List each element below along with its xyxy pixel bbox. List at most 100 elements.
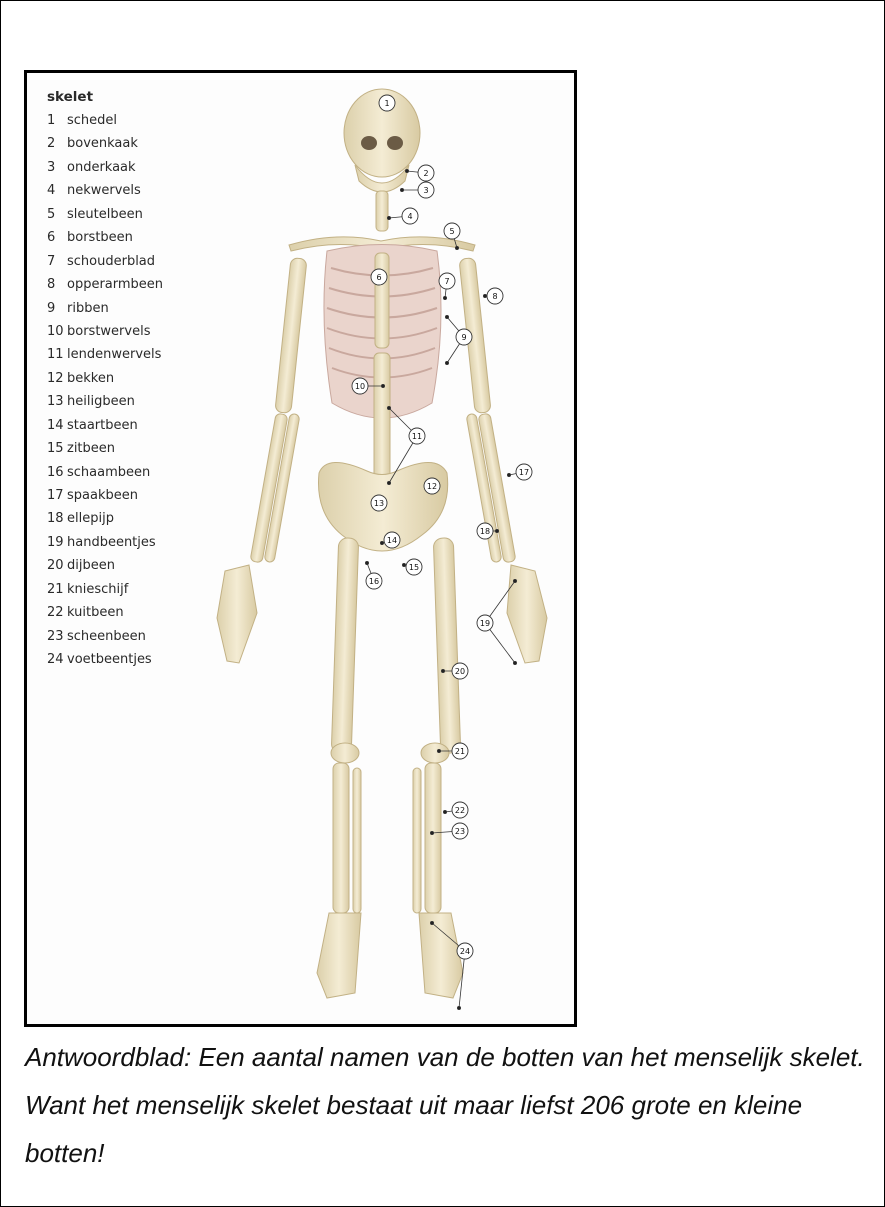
callout-leader-dot	[441, 669, 444, 672]
legend-item-label: staartbeen	[67, 418, 138, 433]
bone-legend: skelet 1schedel2bovenkaak3onderkaak4nekw…	[47, 89, 163, 672]
callout-number: 5	[449, 227, 454, 236]
legend-item-number: 3	[47, 156, 67, 179]
callout-number: 19	[480, 619, 490, 628]
left-foot-shape	[317, 913, 361, 998]
callout-number: 11	[412, 432, 422, 441]
legend-item-number: 11	[47, 343, 67, 366]
callout-marker: 3	[418, 182, 434, 198]
legend-item-number: 13	[47, 390, 67, 413]
callout-number: 9	[461, 333, 466, 342]
callout-number: 13	[374, 499, 384, 508]
legend-title: skelet	[47, 89, 163, 105]
legend-item-label: heiligbeen	[67, 394, 135, 409]
legend-item: 9ribben	[47, 297, 163, 320]
callout-number: 16	[369, 577, 379, 586]
legend-item-number: 4	[47, 179, 67, 202]
callout-leader-dot	[495, 529, 498, 532]
legend-item-number: 2	[47, 132, 67, 155]
legend-item: 15zitbeen	[47, 437, 163, 460]
legend-item-number: 22	[47, 601, 67, 624]
callout-number: 4	[407, 212, 412, 221]
left-tibia-shape	[333, 763, 349, 913]
legend-item-label: schaambeen	[67, 465, 150, 480]
callout-leader-dot	[445, 315, 448, 318]
callout-marker: 5	[444, 223, 460, 239]
callout-marker: 13	[371, 495, 387, 511]
legend-item-number: 16	[47, 461, 67, 484]
legend-item: 7schouderblad	[47, 250, 163, 273]
legend-item: 3onderkaak	[47, 156, 163, 179]
callout-marker: 24	[457, 943, 473, 959]
legend-item-number: 1	[47, 109, 67, 132]
callout-number: 12	[427, 482, 437, 491]
legend-item-number: 19	[47, 531, 67, 554]
callout-leader-dot	[387, 481, 390, 484]
legend-item-label: knieschijf	[67, 582, 128, 597]
callout-leader-dot	[443, 296, 446, 299]
legend-item: 10borstwervels	[47, 320, 163, 343]
callout-leader-dot	[455, 246, 458, 249]
callout-number: 18	[480, 527, 490, 536]
legend-item-number: 15	[47, 437, 67, 460]
callout-marker: 9	[456, 329, 472, 345]
callout-number: 14	[387, 536, 397, 545]
legend-item-label: spaakbeen	[67, 488, 138, 503]
legend-item-number: 24	[47, 648, 67, 671]
callout-number: 21	[455, 747, 465, 756]
legend-item-label: borstwervels	[67, 324, 150, 339]
legend-item: 5sleutelbeen	[47, 203, 163, 226]
legend-item-number: 12	[47, 367, 67, 390]
legend-item: 16schaambeen	[47, 461, 163, 484]
legend-item: 24voetbeentjes	[47, 648, 163, 671]
legend-item: 21knieschijf	[47, 578, 163, 601]
callout-leader-dot	[387, 216, 390, 219]
callout-marker: 18	[477, 523, 493, 539]
callout-leader-dot	[402, 563, 405, 566]
callout-marker: 15	[406, 559, 422, 575]
callout-number: 8	[492, 292, 497, 301]
legend-item-number: 23	[47, 625, 67, 648]
callout-leader-dot	[513, 661, 516, 664]
legend-item-number: 18	[47, 507, 67, 530]
callout-number: 22	[455, 806, 465, 815]
legend-item-label: ribben	[67, 301, 109, 316]
legend-item: 23scheenbeen	[47, 625, 163, 648]
legend-item-number: 5	[47, 203, 67, 226]
spine-shape	[374, 353, 390, 493]
legend-item: 11lendenwervels	[47, 343, 163, 366]
legend-item-number: 10	[47, 320, 67, 343]
callout-marker: 20	[452, 663, 468, 679]
callout-number: 3	[423, 186, 428, 195]
callout-leader-dot	[507, 473, 510, 476]
legend-item-number: 8	[47, 273, 67, 296]
left-hand-shape	[217, 565, 257, 663]
callout-marker: 6	[371, 269, 387, 285]
legend-item: 13heiligbeen	[47, 390, 163, 413]
callout-leader-dot	[457, 1006, 460, 1009]
legend-item-number: 7	[47, 250, 67, 273]
callout-leader-dot	[443, 810, 446, 813]
legend-item: 14staartbeen	[47, 414, 163, 437]
legend-item-number: 20	[47, 554, 67, 577]
legend-item-label: handbeentjes	[67, 535, 156, 550]
legend-item: 2bovenkaak	[47, 132, 163, 155]
legend-item-label: borstbeen	[67, 230, 133, 245]
legend-item: 20dijbeen	[47, 554, 163, 577]
callout-leader-dot	[430, 831, 433, 834]
callout-leader-dot	[437, 749, 440, 752]
callout-leader-dot	[380, 541, 383, 544]
callout-number: 1	[384, 99, 389, 108]
legend-item-label: schouderblad	[67, 254, 155, 269]
callout-number: 23	[455, 827, 465, 836]
callout-marker: 22	[452, 802, 468, 818]
right-tibia-shape	[425, 763, 441, 913]
callout-number: 7	[444, 277, 449, 286]
legend-item: 18ellepijp	[47, 507, 163, 530]
right-foot-shape	[419, 913, 463, 998]
callout-leader-dot	[483, 294, 486, 297]
legend-item-number: 14	[47, 414, 67, 437]
legend-item-label: sleutelbeen	[67, 207, 143, 222]
callout-marker: 8	[487, 288, 503, 304]
